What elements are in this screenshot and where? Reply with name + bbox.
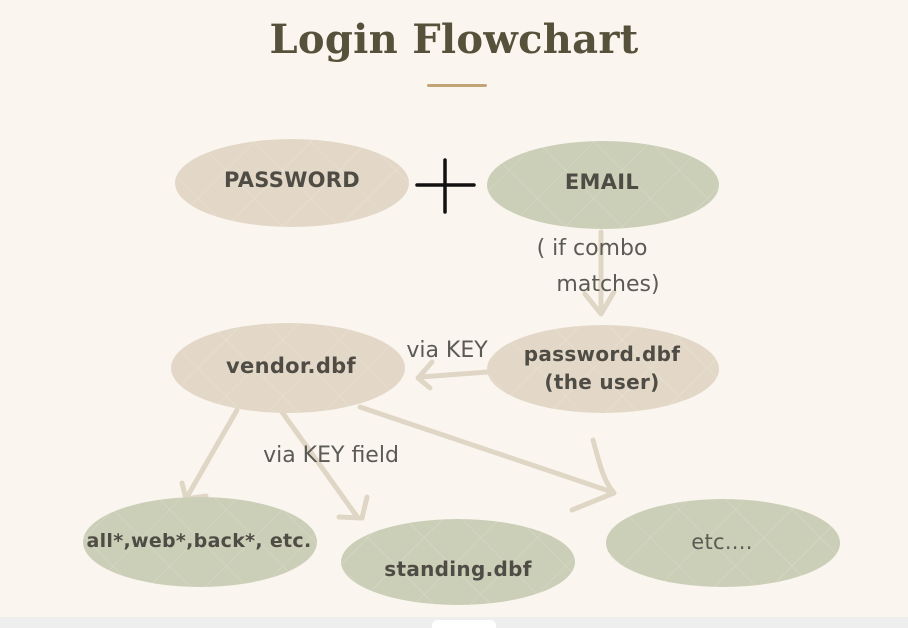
node-password-dbf-sublabel: (the user) (544, 370, 660, 394)
node-standing-label: standing.dbf (384, 557, 532, 581)
arrowhead-standing (336, 494, 370, 521)
edge-label-via-key-field: via KEY field (263, 443, 399, 468)
node-password-dbf-label: password.dbf (523, 342, 681, 366)
edge-label-if-combo: ( if combo (536, 236, 648, 261)
title-underline (427, 84, 487, 87)
footer-tab (432, 620, 496, 628)
edge-vendor-to-standing (279, 409, 361, 521)
edge-label-via-key: via KEY (406, 338, 488, 363)
plus-icon (415, 158, 476, 214)
node-etc-label: etc.... (691, 530, 753, 554)
arrowhead-password-dbf (582, 289, 617, 317)
node-password-label: PASSWORD (223, 168, 361, 192)
arrowhead-etc (569, 437, 617, 513)
edge-vendor-to-etc (357, 404, 615, 495)
node-vendor-label: vendor.dbf (226, 354, 356, 378)
edge-password-dbf-to-vendor (417, 369, 491, 380)
edge-vendor-to-all (184, 407, 240, 500)
arrowhead-vendor (415, 359, 435, 391)
node-all-label: all*,web*,back*, etc. (86, 530, 312, 552)
node-email-label: EMAIL (564, 170, 640, 194)
page-title: Login Flowchart (269, 16, 639, 63)
edge-label-matches: matches) (556, 272, 660, 297)
